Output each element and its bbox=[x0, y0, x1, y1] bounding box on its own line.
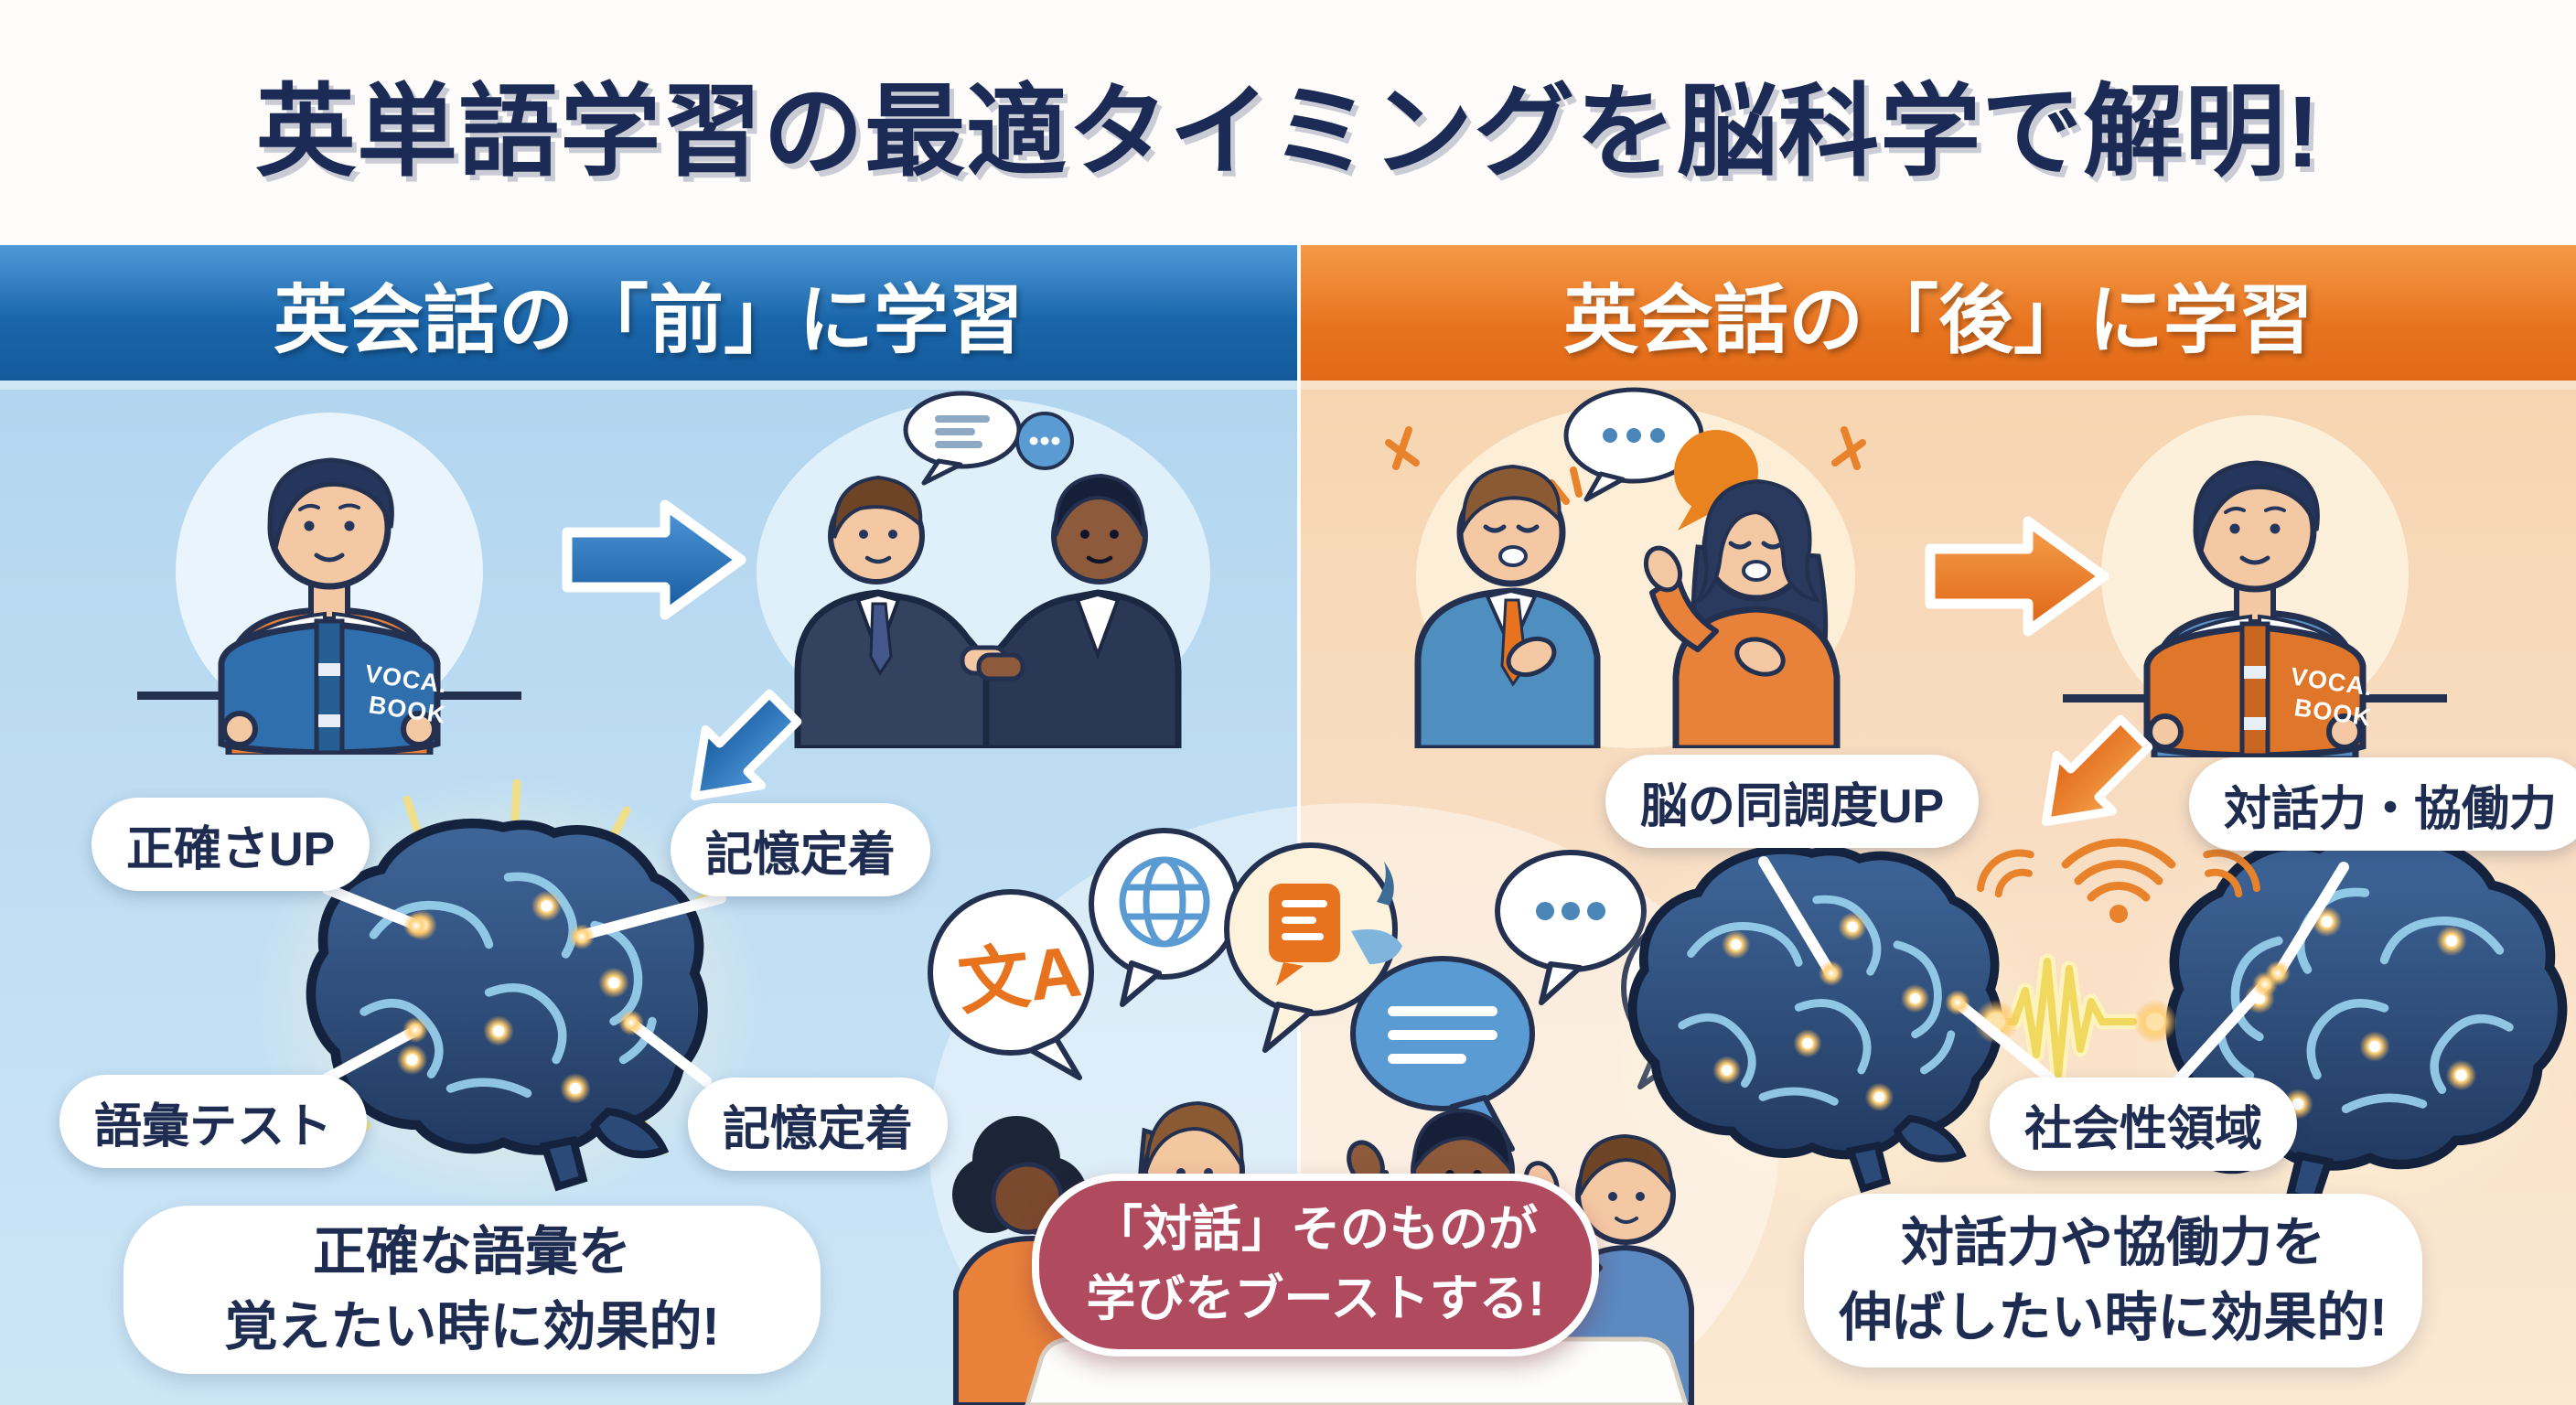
translate-bubble-left: 文A bbox=[928, 889, 1094, 1080]
conclusion-before-box: 正確な語彙を 覚えたい時に効果的! bbox=[123, 1206, 821, 1374]
translate-glyph-left: 文A bbox=[954, 930, 1085, 1024]
smiling-man bbox=[1414, 464, 1601, 748]
conclusion-after-line2: 伸ばしたい時に効果的! bbox=[1839, 1288, 2388, 1347]
businessman-right bbox=[982, 473, 1182, 748]
conclusion-after-line1: 対話力や協働力を bbox=[1900, 1212, 2325, 1272]
globe-icon bbox=[1119, 856, 1210, 948]
dialogue-boost-box: 「対話」そのものが 学びをブーストする! bbox=[1032, 1174, 1599, 1357]
panel-before-header: 英会話の「前」に学習 bbox=[0, 245, 1297, 390]
dialogue-boost-line1: 「対話」そのものが bbox=[1093, 1202, 1538, 1258]
conversation-pair-illustration bbox=[1385, 387, 1866, 748]
dialogue-boost-line2: 学びをブーストする! bbox=[1086, 1271, 1545, 1326]
conclusion-before-line2: 覚えたい時に効果的! bbox=[224, 1297, 720, 1357]
callout-accuracy-up: 正確さUP bbox=[91, 798, 370, 891]
chat-doc-bubble bbox=[1224, 842, 1402, 1053]
callout-social-area: 社会性領域 bbox=[1990, 1078, 2298, 1171]
speech-bubble-lines-icon bbox=[903, 391, 1022, 486]
conclusion-after-box: 対話力や協働力を 伸ばしたい時に効果的! bbox=[1804, 1194, 2422, 1367]
callout-brain-sync-up: 脳の同調度UP bbox=[1605, 755, 1980, 848]
conclusion-before-line1: 正確な語彙を bbox=[312, 1221, 631, 1282]
callout-memory-retention-bottom: 記憶定着 bbox=[688, 1078, 949, 1171]
title-band: 英単語学習の最適タイミングを脳科学で解明! bbox=[0, 0, 2576, 245]
reading-person-after-illustration: VOCA. BOOK bbox=[2063, 391, 2447, 757]
callout-memory-retention-top: 記憶定着 bbox=[671, 803, 931, 896]
smiling-woman bbox=[1643, 478, 1841, 748]
callout-vocab-test: 語彙テスト bbox=[59, 1075, 368, 1168]
callout-dialogue-collaboration: 対話力・協働力 bbox=[2189, 757, 2576, 851]
businessman-left bbox=[794, 475, 993, 748]
page-title: 英単語学習の最適タイミングを脳科学で解明! bbox=[255, 76, 2321, 188]
ellipsis-bubble-center bbox=[1495, 850, 1647, 1005]
panel-after-header: 英会話の「後」に学習 bbox=[1301, 245, 2576, 390]
handshake-conversation-illustration bbox=[757, 391, 1210, 748]
handshake-hands bbox=[960, 645, 1025, 681]
speech-bubble-dots-icon bbox=[1015, 412, 1074, 470]
reading-person-before-illustration: VOCA. BOOK bbox=[137, 389, 521, 755]
doc-icon bbox=[1269, 884, 1340, 986]
globe-bubble bbox=[1089, 828, 1240, 1007]
